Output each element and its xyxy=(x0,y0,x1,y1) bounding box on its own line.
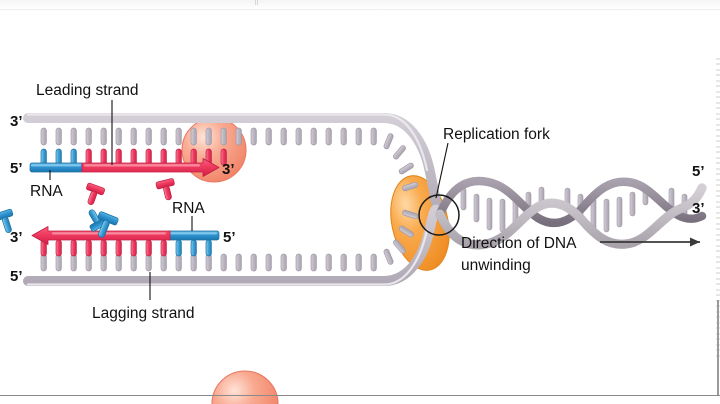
label-rna-bottom: RNA xyxy=(172,200,205,217)
end-label-helix-top-right: 5’ xyxy=(692,163,705,180)
direction-arrow-icon xyxy=(600,237,700,247)
end-label-bottom-template-left: 5’ xyxy=(10,268,23,285)
leader-replication-fork xyxy=(435,142,449,199)
window-top-band xyxy=(0,0,720,10)
end-label-lagging-new-left: 3’ xyxy=(10,229,23,246)
page-edge-artifact xyxy=(716,58,720,358)
nucleotide-pink-2 xyxy=(155,178,175,201)
label-direction-line1: Direction of DNA xyxy=(461,235,577,252)
replication-fork-marker xyxy=(418,194,460,236)
label-rna-top: RNA xyxy=(30,183,63,200)
page-edge-bar xyxy=(717,300,719,396)
end-label-leading-new-right: 3’ xyxy=(222,161,235,178)
label-replication-fork: Replication fork xyxy=(443,126,550,143)
bottom-rule xyxy=(0,395,720,396)
label-leading-strand: Leading strand xyxy=(36,82,139,99)
nucleotide-blue-1 xyxy=(88,209,108,232)
double-helix xyxy=(435,176,707,250)
dna-polymerase-bottom xyxy=(211,370,279,404)
lagging-strand-new xyxy=(31,226,220,257)
leading-strand-new xyxy=(29,148,227,177)
nucleotide-blue-2 xyxy=(97,211,119,238)
label-direction-line2: unwinding xyxy=(461,257,531,274)
label-lagging-strand: Lagging strand xyxy=(92,305,195,322)
end-label-helix-bottom-right: 3’ xyxy=(692,200,705,217)
end-label-top-template-left: 3’ xyxy=(10,113,23,130)
nucleotide-pink-1 xyxy=(86,182,106,205)
nucleotide-blue-3 xyxy=(0,208,14,233)
end-label-lagging-new-right: 5’ xyxy=(223,229,236,246)
end-label-leading-new-left: 5’ xyxy=(10,160,23,177)
